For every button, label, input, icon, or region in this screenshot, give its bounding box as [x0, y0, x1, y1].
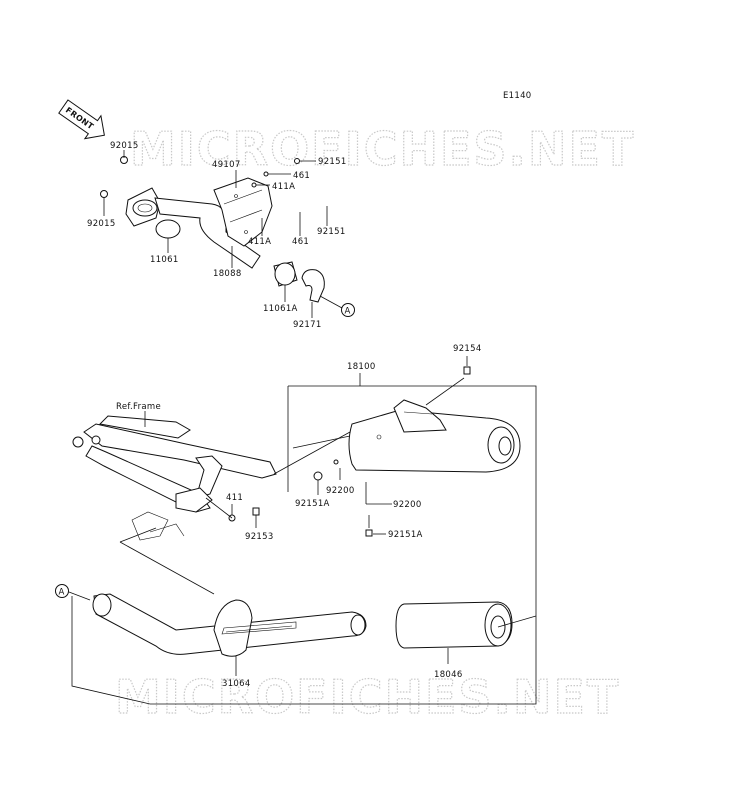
label-18100: 18100: [347, 362, 376, 372]
callout-a-upper: A: [341, 303, 355, 317]
label-92171: 92171: [293, 320, 322, 330]
label-411: 411: [226, 493, 243, 503]
bolt-92154-icon: [425, 356, 471, 406]
svg-text:A: A: [345, 307, 351, 317]
label-11061a: 11061A: [263, 304, 298, 314]
label-92151a-a: 92151A: [295, 499, 330, 509]
label-92151-top: 92151: [318, 157, 347, 167]
label-49107: 49107: [212, 160, 241, 170]
gasket-11061-icon: [155, 219, 181, 239]
clamp-92171-icon: [301, 269, 325, 303]
label-92200-b: 92200: [393, 500, 422, 510]
watermark-bottom: MICROFICHES.NET: [115, 670, 620, 724]
frame-hardware: [205, 497, 260, 528]
callout-a-lower: A: [55, 584, 91, 601]
bolt-92153-icon: [252, 507, 260, 516]
label-11061: 11061: [150, 255, 179, 265]
label-18088: 18088: [213, 269, 242, 279]
muffler-hardware: [313, 459, 392, 537]
ref-frame-label: Ref.Frame: [116, 402, 161, 412]
label-92015-top: 92015: [110, 141, 139, 151]
svg-text:A: A: [59, 588, 65, 598]
label-461-bottom: 461: [292, 237, 309, 247]
muffler-body: [348, 399, 521, 473]
label-92154: 92154: [453, 344, 482, 354]
nut-92151a-icon: [313, 471, 323, 481]
front-arrow-icon: FRONT: [58, 99, 105, 140]
diagram-code: E1140: [503, 91, 532, 101]
label-92151a-b: 92151A: [388, 530, 423, 540]
watermark-top: MICROFICHES.NET: [130, 122, 635, 176]
label-31064: 31064: [222, 679, 251, 689]
muffler-outline-box: [71, 385, 537, 705]
label-92200-a: 92200: [326, 486, 355, 496]
muffler-connector-line: [292, 435, 351, 449]
tail-pipe: [92, 593, 367, 657]
label-411a-bottom: 411A: [248, 237, 271, 247]
frame-to-muffler-line: [273, 431, 351, 475]
label-92015-bottom: 92015: [87, 219, 116, 229]
label-461-top: 461: [293, 171, 310, 181]
nut-92015-bottom-icon: [100, 190, 108, 198]
label-92151-bottom: 92151: [317, 227, 346, 237]
label-411a-top: 411A: [272, 182, 295, 192]
leaders-upper: [103, 150, 343, 318]
sub-frame: [72, 415, 277, 541]
head-pipe-assembly: [100, 156, 328, 303]
label-18046: 18046: [434, 670, 463, 680]
connector-lines-lower: [119, 527, 215, 595]
silencer-sleeve: [395, 601, 537, 649]
label-92153: 92153: [245, 532, 274, 542]
